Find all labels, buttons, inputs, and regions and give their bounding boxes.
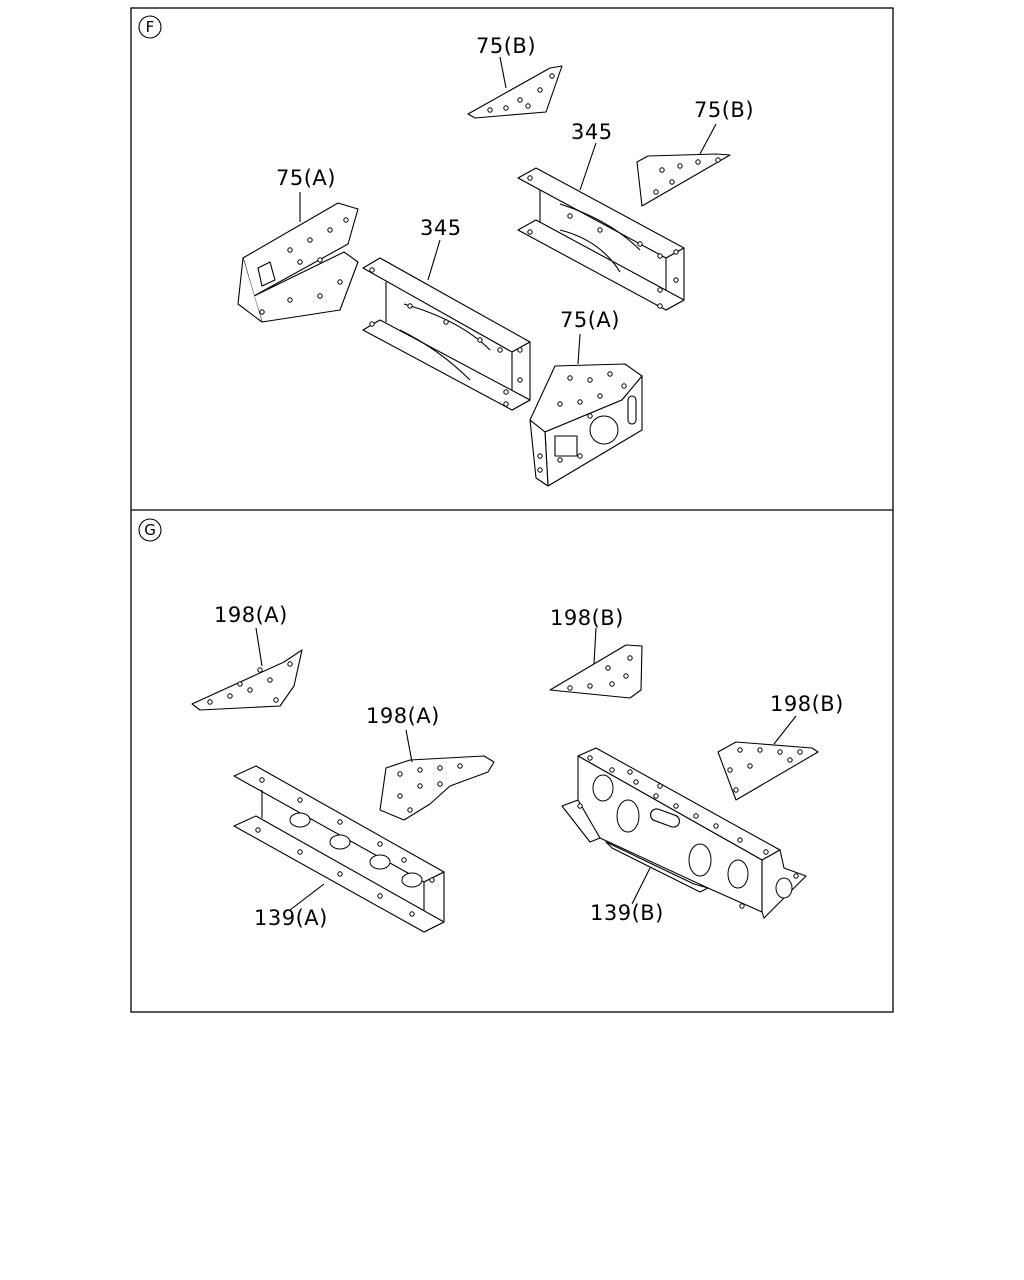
label-345-right: 345 [571,120,613,144]
leader-345-left [427,239,441,281]
part-345-left [362,257,531,411]
section-g-marker: G [138,518,162,542]
label-75a-left: 75(A) [276,166,336,190]
leader-198a-left [255,627,263,667]
section-f-marker: F [138,15,162,39]
leader-75b-right [699,123,717,155]
label-198b-right: 198(B) [770,692,844,716]
label-139b: 139(B) [590,901,664,925]
leader-345-right [579,142,597,191]
part-139a [233,765,445,933]
leader-198b-right [773,715,797,745]
label-198b-top: 198(B) [550,606,624,630]
label-198a-mid: 198(A) [366,704,440,728]
label-139a: 139(A) [254,906,328,930]
section-f: F 75(B) 75(B) [138,15,754,487]
leader-198b-top [593,627,597,665]
label-345-left: 345 [420,216,462,240]
section-f-marker-text: F [146,18,155,36]
part-75b-right [636,153,731,207]
leader-139b [631,867,651,905]
part-75a-right [529,363,643,487]
section-g-marker-text: G [144,521,156,539]
leader-139a [289,883,325,911]
leader-198a-mid [405,729,413,763]
part-198a-left [191,649,303,711]
part-75a-left [237,202,359,323]
part-198a-mid [379,755,495,821]
part-75b-top [467,65,563,119]
part-198b-top [549,644,643,699]
label-75a-right: 75(A) [560,308,620,332]
section-g: G 198(A) 198(B) 198(A) [138,518,844,933]
label-75b-top: 75(B) [476,34,536,58]
part-198b-right [717,741,819,801]
leader-75a-right [577,333,581,365]
label-75b-right: 75(B) [694,98,754,122]
part-139b [561,747,807,919]
leader-75b-top [499,56,507,89]
part-345-right [517,167,685,311]
label-198a-left: 198(A) [214,603,288,627]
